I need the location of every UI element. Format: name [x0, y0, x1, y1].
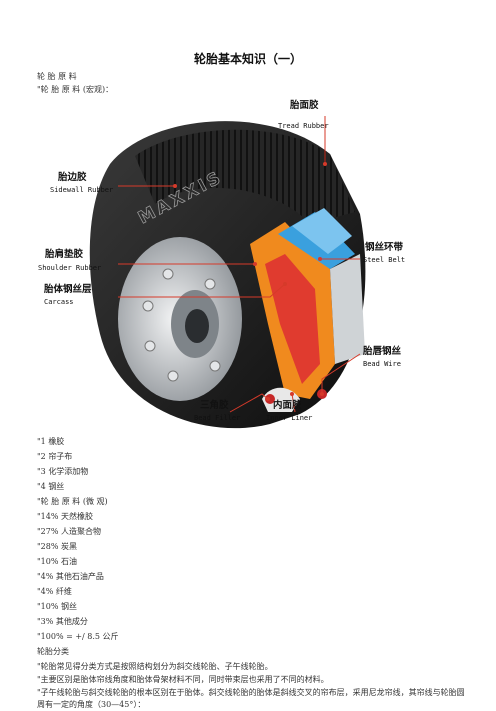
body-line: "轮胎常见得分类方式是按照结构划分为斜交线轮胎、子午线轮胎。: [37, 662, 273, 671]
body-line: "3 化学添加物: [37, 467, 89, 476]
label-tread-cn: 胎面胶: [289, 99, 319, 111]
lug-nut: [142, 300, 154, 312]
lug-nut: [204, 278, 216, 290]
lug-nut: [167, 370, 179, 382]
label-tread-en: Tread Rubber: [278, 122, 329, 130]
body-line: "14% 天然橡胶: [37, 512, 94, 521]
label-bead-wire-cn: 胎唇钢丝: [362, 345, 402, 357]
body-line: "轮 胎 原 料 (微 观): [37, 497, 108, 506]
body-line: "100% = +/ 8.5 公斤: [37, 632, 119, 641]
lug-nut: [162, 268, 174, 280]
label-bead-filler-cn: 三角胶: [200, 399, 229, 411]
lug-nut: [144, 340, 156, 352]
label-inner-liner-cn: 内面胶: [273, 399, 302, 411]
label-shoulder-cn: 胎肩垫胶: [44, 248, 84, 260]
label-sidewall-cn: 胎边胶: [57, 171, 87, 183]
grey-ply: [330, 254, 365, 364]
tread-band: [135, 129, 355, 224]
body-line: "4 钢丝: [37, 482, 65, 491]
label-sidewall-en: Sidewall Rubber: [50, 186, 113, 194]
label-steel-belt-en: Steel Belt: [363, 256, 405, 264]
body-line: "4% 纤维: [37, 587, 72, 596]
inner-liner-layer: [265, 254, 320, 384]
label-shoulder-en: Shoulder Rubber: [38, 264, 101, 272]
body-line: "28% 炭黑: [37, 542, 78, 551]
label-bead-filler-en: Bead Filler: [194, 414, 240, 422]
body-line: "10% 石油: [37, 557, 78, 566]
intro-line: 轮 胎 原 料: [37, 72, 77, 81]
body-paragraph: "子午线轮胎与斜交线轮胎的根本区别在于胎体。斜交线轮胎的胎体是斜线交叉的帘布层，…: [37, 688, 465, 709]
label-bead-wire-en: Bead Wire: [363, 360, 401, 368]
body-line: "10% 钢丝: [37, 602, 78, 611]
body-line: "主要区别是胎体帘线角度和胎体骨架材料不同，同时带束层也采用了不同的材料。: [37, 675, 329, 684]
body-line: "4% 其他石油产品: [37, 572, 104, 581]
lug-nut: [209, 360, 221, 372]
intro-line: "轮 胎 原 料 (宏观)：: [37, 85, 114, 94]
label-carcass-en: Carcass: [44, 298, 74, 306]
body-line: "1 橡胶: [37, 437, 65, 446]
label-carcass-cn: 胎体钢丝层: [43, 283, 92, 295]
page-title: 轮胎基本知识（一）: [193, 52, 302, 66]
steel-belt-layer-2: [292, 208, 352, 254]
tire-structure-diagram: MAXXIS 胎面胶 Tread Rubber 胎边胶: [38, 99, 405, 429]
label-inner-liner-en: Inner Liner: [266, 414, 312, 422]
body-line: "3% 其他成分: [37, 617, 88, 626]
leader-lines: [118, 116, 361, 413]
label-steel-belt-cn: 钢丝环带: [365, 241, 404, 253]
body-line: "27% 人造聚合物: [37, 527, 102, 536]
body-line: "2 帘子布: [37, 452, 73, 461]
section-heading: 轮胎分类: [37, 647, 69, 656]
